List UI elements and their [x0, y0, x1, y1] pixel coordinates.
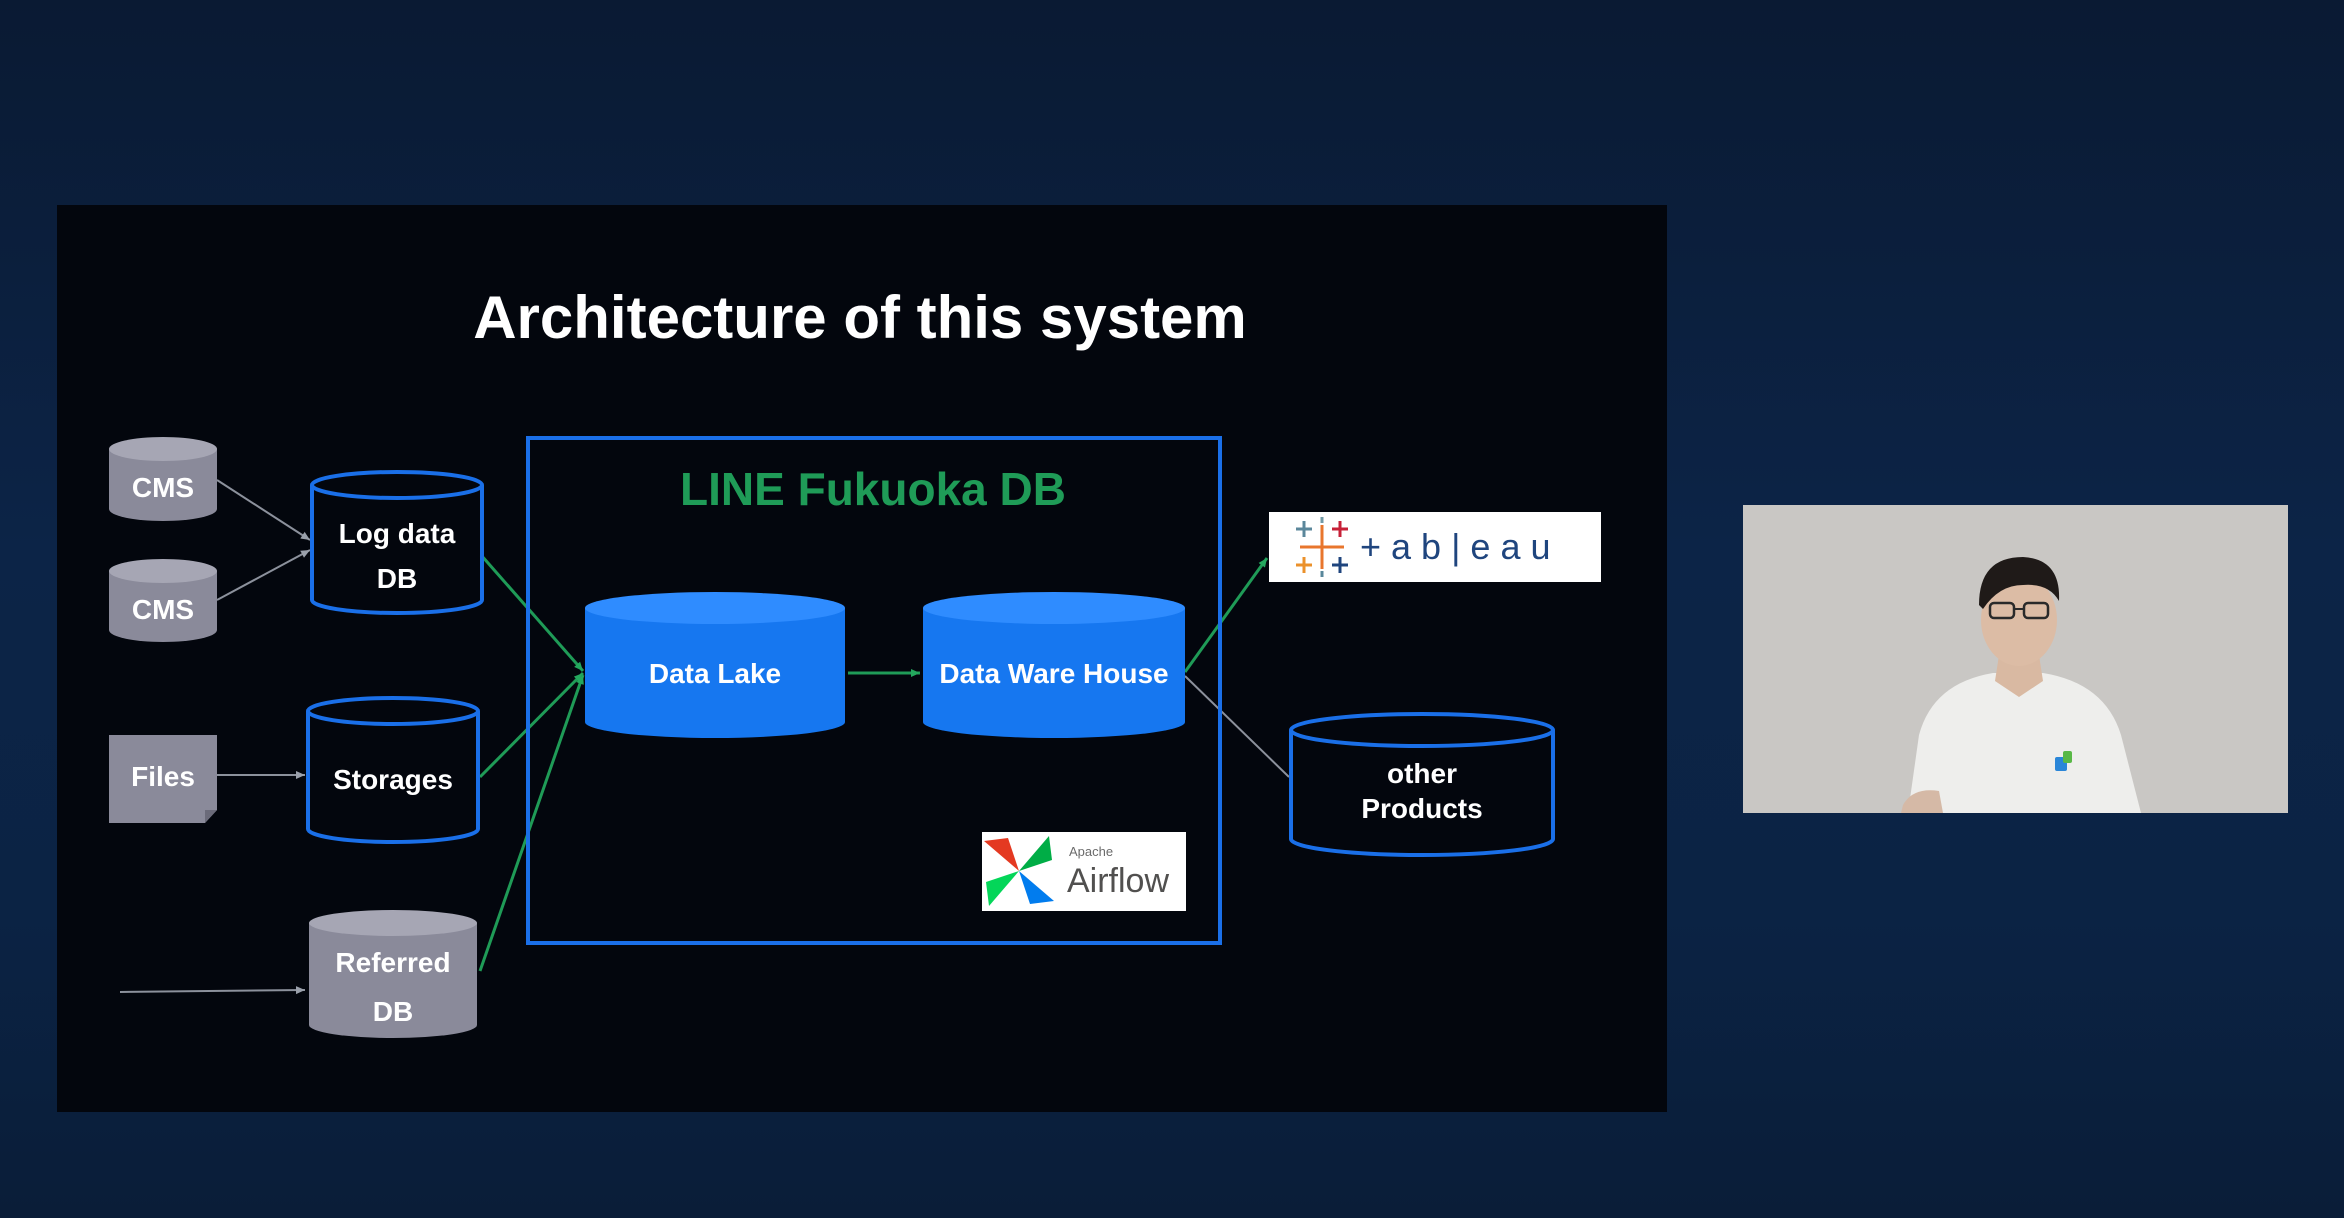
- storages-db: Storages: [306, 696, 480, 844]
- cms-source-2: CMS: [109, 559, 217, 642]
- tableau-wordmark: + a b | e a u: [1360, 526, 1551, 567]
- log-data-db: Log data DB: [310, 470, 484, 615]
- log-db-label-line1: Log data: [339, 518, 456, 549]
- airflow-logo: Apache Airflow: [982, 832, 1186, 911]
- files-source: Files: [109, 735, 217, 823]
- architecture-diagram: Architecture of this system CMS CMS File…: [109, 284, 1601, 1038]
- flow-connectors: [478, 554, 1269, 972]
- airflow-apache-text: Apache: [1069, 844, 1113, 859]
- airflow-pinwheel-icon: [984, 836, 1054, 906]
- data-lake: Data Lake: [585, 592, 845, 738]
- slide-title: Architecture of this system: [473, 284, 1247, 351]
- presentation-slide: Architecture of this system CMS CMS File…: [57, 205, 1667, 1112]
- data-warehouse: Data Ware House: [923, 592, 1185, 738]
- source-connectors: [119, 479, 1290, 995]
- referred-label-line1: Referred: [335, 947, 450, 978]
- speaker-video: [1743, 505, 2288, 813]
- storages-label: Storages: [333, 764, 453, 795]
- data-lake-label: Data Lake: [649, 658, 781, 689]
- log-db-label-line2: DB: [377, 563, 417, 594]
- files-label: Files: [131, 761, 195, 792]
- data-warehouse-label: Data Ware House: [939, 658, 1168, 689]
- cms-source-1: CMS: [109, 437, 217, 521]
- other-products-db: other Products: [1289, 712, 1555, 857]
- tableau-logo: + a b | e a u: [1269, 512, 1601, 582]
- line-fukuoka-db-box: [526, 436, 1222, 945]
- cms-label-2: CMS: [132, 594, 194, 625]
- other-products-line2: Products: [1361, 793, 1482, 824]
- referred-label-line2: DB: [373, 996, 413, 1027]
- referred-db: Referred DB: [309, 910, 477, 1038]
- cms-label-1: CMS: [132, 472, 194, 503]
- other-products-line1: other: [1387, 758, 1457, 789]
- box-title: LINE Fukuoka DB: [680, 463, 1066, 515]
- airflow-text: Airflow: [1067, 862, 1169, 900]
- tableau-cross-icon: [1296, 517, 1348, 577]
